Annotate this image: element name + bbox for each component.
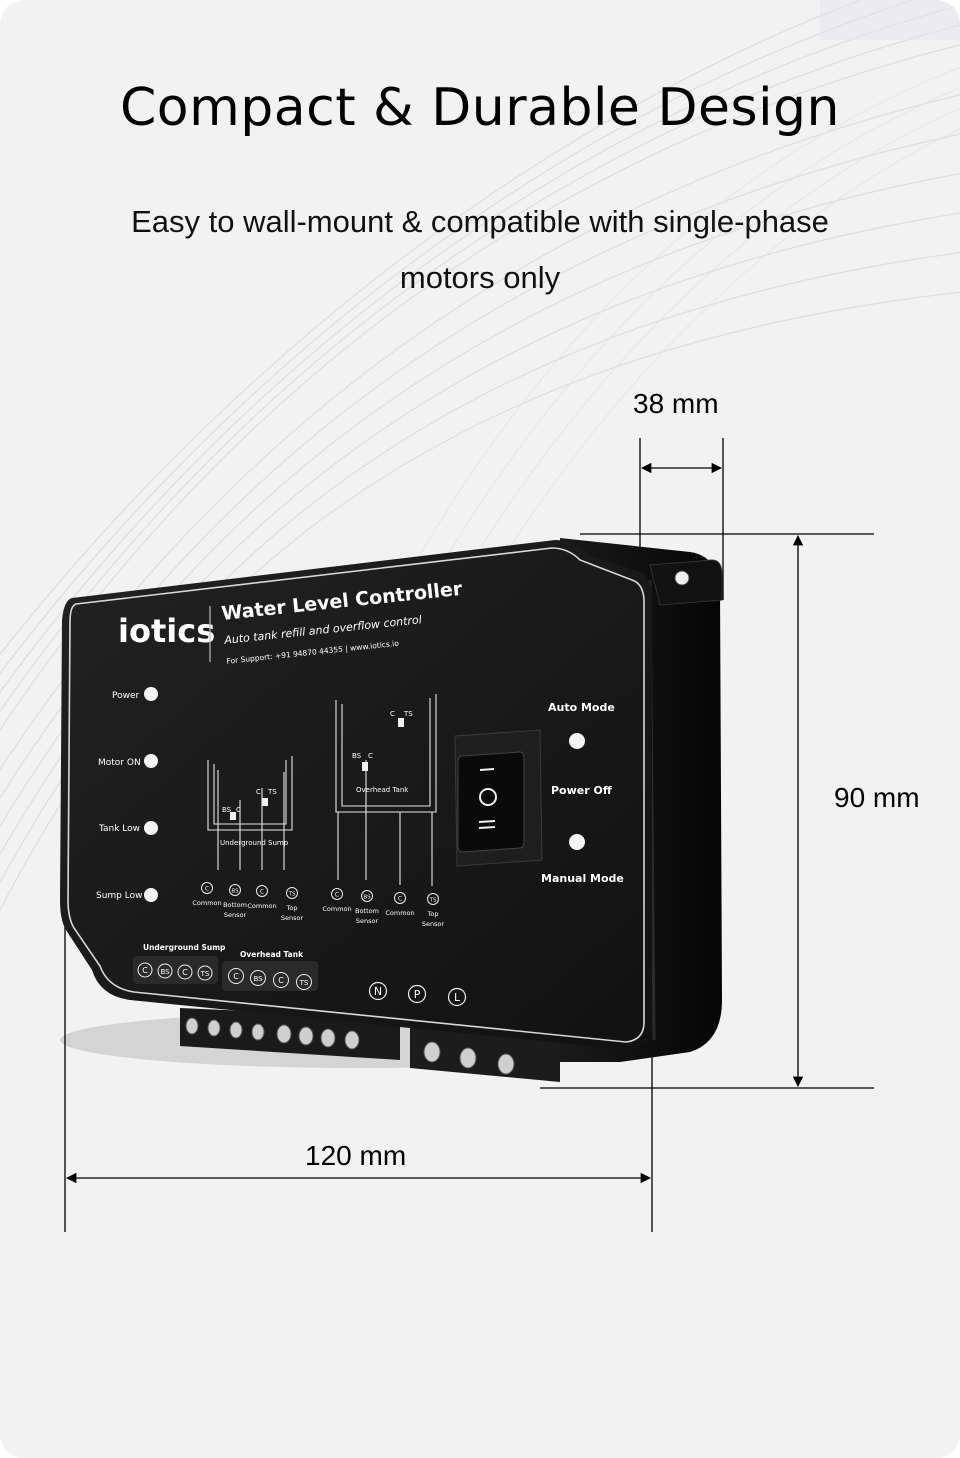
sump-low-indicator-label: Sump Low xyxy=(96,891,142,901)
manual-mode-label: Manual Mode xyxy=(541,872,624,885)
bottom-sump-terminal-2: C xyxy=(182,968,188,977)
power-led xyxy=(144,687,158,701)
tank-low-led xyxy=(144,821,158,835)
motor-on-led xyxy=(144,754,158,768)
rocker-switch[interactable] xyxy=(454,729,543,867)
bottom-sump-terminal-1: BS xyxy=(160,968,170,976)
overhead-terminal-caption-3: Top xyxy=(427,910,439,918)
power-terminal-n: N xyxy=(374,985,382,998)
sump-c-label: C xyxy=(236,806,241,814)
sump-terminal-0: C xyxy=(205,886,209,893)
overhead-bs-label: BS xyxy=(352,752,362,760)
bottom-sump-label: Underground Sump xyxy=(143,943,226,952)
overhead-terminal-caption-2: Common xyxy=(385,909,414,917)
front-panel xyxy=(60,540,652,1050)
bottom-sump-terminal-3: TS xyxy=(200,970,210,978)
sump-terminal-caption-0: Common xyxy=(192,899,221,907)
sump-terminal-caption2-3: Sensor xyxy=(281,914,304,922)
overhead-terminal-caption2-1: Sensor xyxy=(356,917,379,925)
sump-terminal-2: C xyxy=(260,889,264,896)
overhead-diagram-label: Overhead Tank xyxy=(356,786,409,794)
tank-low-indicator-label: Tank Low xyxy=(98,824,140,834)
bottom-terminal-groups: Underground Sump Overhead Tank C BS C TS xyxy=(133,943,318,991)
manual-mode-led xyxy=(569,834,585,850)
power-terminal-p: P xyxy=(414,988,421,1001)
sump-terminal-caption2-1: Sensor xyxy=(224,911,247,919)
sump-diagram-label: Underground Sump xyxy=(220,839,289,847)
page-subtitle: Easy to wall-mount & compatible with sin… xyxy=(131,204,829,295)
sump-c2-label: C xyxy=(256,788,261,796)
depth-dimension-label: 38 mm xyxy=(633,388,719,419)
overhead-terminal-0: C xyxy=(335,892,339,899)
sump-ts-label: TS xyxy=(267,788,277,796)
power-terminal-l: L xyxy=(454,991,461,1004)
overhead-terminal-caption-1: Bottom xyxy=(355,907,379,915)
overhead-c-label: C xyxy=(368,752,373,760)
sump-terminal-caption-2: Common xyxy=(247,902,276,910)
overhead-terminals: C Common BS Bottom Sensor C Common TS To… xyxy=(322,888,445,928)
sump-terminal-caption-3: Top xyxy=(286,904,298,912)
bottom-tank-terminal-3: TS xyxy=(299,979,309,987)
power-terminals: N P L xyxy=(368,981,467,1007)
bottom-tank-terminal-0: C xyxy=(233,972,239,981)
overhead-c2-label: C xyxy=(390,710,395,718)
sump-diagram xyxy=(207,756,293,870)
overhead-ts-label: TS xyxy=(403,710,413,718)
page-title: Compact & Durable Design xyxy=(120,78,840,138)
power-off-label: Power Off xyxy=(551,784,612,797)
sump-terminal-caption-1: Bottom xyxy=(223,901,247,909)
bottom-tank-terminal-1: BS xyxy=(253,975,263,983)
sump-terminal-1: BS xyxy=(231,889,239,895)
power-indicator-label: Power xyxy=(112,691,140,701)
sump-low-led xyxy=(144,888,158,902)
motor-on-indicator-label: Motor ON xyxy=(98,758,141,768)
overhead-diagram xyxy=(335,694,437,886)
height-dimension-label: 90 mm xyxy=(834,782,920,813)
auto-mode-led xyxy=(569,733,585,749)
sump-terminal-3: TS xyxy=(288,892,296,898)
overhead-terminal-caption-0: Common xyxy=(322,905,351,913)
mode-switch-area: Auto Mode Power Off Manual Mode xyxy=(541,701,624,885)
overhead-terminal-1: BS xyxy=(363,895,371,901)
width-dimension-label: 120 mm xyxy=(305,1140,407,1171)
sump-terminals: C Common BS Bottom Sensor C Common TS To… xyxy=(192,882,304,922)
bottom-sump-terminal-0: C xyxy=(142,966,148,975)
dimension-lines xyxy=(64,438,874,1232)
overhead-terminal-caption2-3: Sensor xyxy=(422,920,445,928)
auto-mode-label: Auto Mode xyxy=(548,701,615,714)
brand-logo: iotics xyxy=(118,612,215,650)
overhead-terminal-2: C xyxy=(398,896,402,903)
bottom-tank-terminal-2: C xyxy=(278,976,284,985)
overhead-terminal-3: TS xyxy=(429,898,437,904)
bottom-tank-label: Overhead Tank xyxy=(240,950,304,959)
sump-bs-label: BS xyxy=(222,806,232,814)
indicator-panel: Power Motor ON Tank Low Sump Low xyxy=(96,687,158,902)
